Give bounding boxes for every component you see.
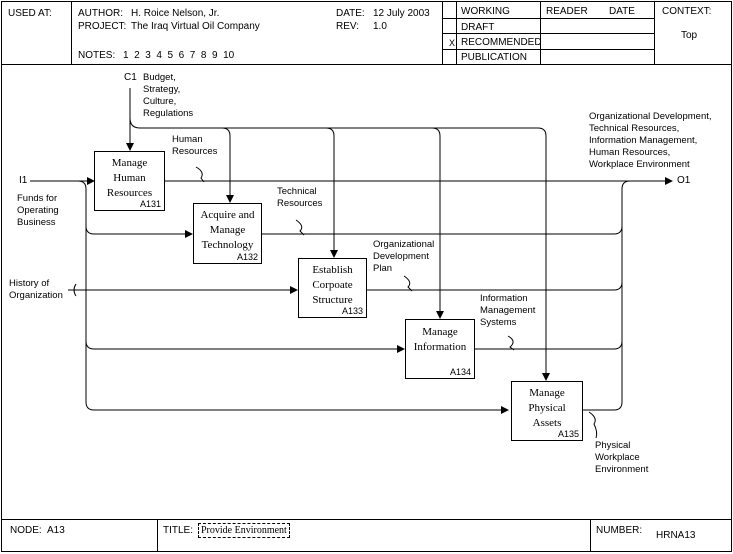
activity-name: Manage Human Resources: [106, 157, 153, 199]
activity-number: A134: [449, 367, 471, 377]
author-value: H. Roice Nelson, Jr.: [131, 8, 220, 19]
rev-value: 1.0: [373, 21, 387, 32]
activity-number: A135: [557, 429, 579, 439]
activity-box-a133[interactable]: Establish Corpoate Structure A133: [298, 258, 367, 318]
notes-label: NOTES:: [78, 50, 116, 61]
status-draft: DRAFT: [461, 22, 495, 33]
reader-label: READER: [546, 6, 588, 17]
title-field[interactable]: Provide Environment: [198, 523, 290, 538]
number-label: NUMBER:: [596, 525, 643, 536]
title-label: TITLE:: [163, 525, 194, 536]
number-value: HRNA13: [656, 530, 696, 541]
author-label: AUTHOR:: [78, 8, 123, 19]
activity-number: A131: [139, 199, 161, 209]
status-recommended: RECOMMENDED: [461, 37, 542, 48]
project-label: PROJECT:: [78, 21, 127, 32]
reader-date-label: DATE: [609, 6, 635, 17]
c1-code: C1: [124, 72, 137, 83]
used-at-label: USED AT:: [8, 8, 52, 19]
activity-name: Establish Corpoate Structure: [312, 264, 353, 306]
activity-box-a135[interactable]: Manage Physical Assets A135: [511, 381, 583, 441]
activity-number: A133: [341, 306, 363, 316]
notes-numbers: 1 2 3 4 5 6 7 8 9 10: [123, 50, 235, 61]
c1-label: Budget,Strategy,Culture,Regulations: [143, 72, 194, 119]
node-label: NODE:: [10, 525, 42, 536]
activity-number: A132: [236, 252, 258, 262]
status-working: WORKING: [461, 6, 510, 17]
context-label: CONTEXT:: [662, 6, 712, 17]
project-value: The Iraq Virtual Oil Company: [131, 21, 260, 32]
activity-box-a131[interactable]: Manage Human Resources A131: [94, 151, 165, 211]
activity-name: Manage Physical Assets: [528, 387, 566, 429]
context-value: Top: [681, 30, 698, 41]
status-check: X: [449, 38, 455, 48]
activity-name: Acquire and Manage Technology: [200, 209, 255, 251]
activity-name: Manage Information: [413, 326, 467, 353]
rev-label: REV:: [336, 21, 359, 32]
status-publication: PUBLICATION: [461, 52, 527, 63]
node-value: A13: [47, 525, 65, 536]
activity-box-a132[interactable]: Acquire and Manage Technology A132: [193, 203, 262, 264]
o1-label: Organizational Development,Technical Res…: [589, 111, 712, 170]
date-value: 12 July 2003: [373, 8, 430, 19]
date-label: DATE:: [336, 8, 365, 19]
o1-code: O1: [677, 175, 691, 186]
activity-box-a134[interactable]: Manage Information A134: [405, 319, 475, 379]
i1-code: I1: [19, 175, 28, 186]
